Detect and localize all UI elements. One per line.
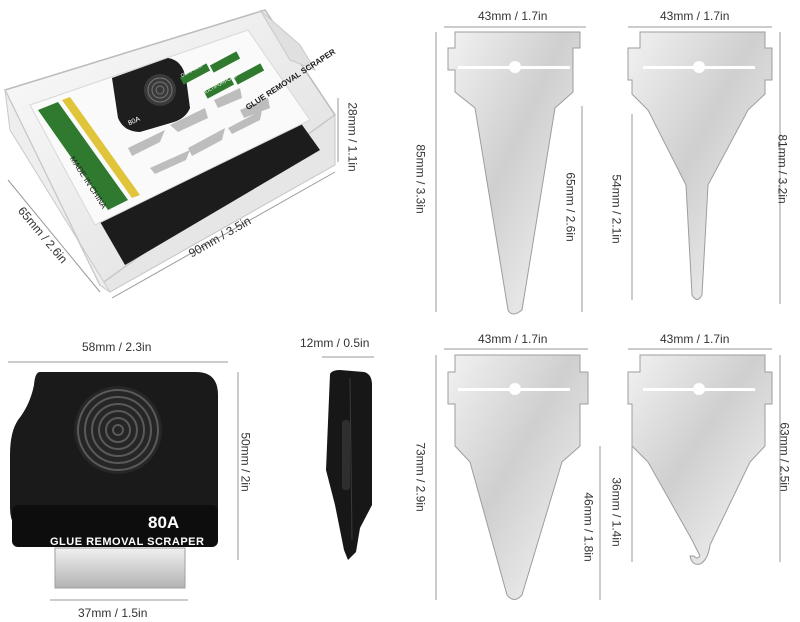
blade-4-width-label: 43mm / 1.7in [660,332,730,346]
blade-4-total-label: 63mm / 2.5in [777,422,792,492]
handle-width-label: 58mm / 2.3in [82,340,152,354]
blade-2-tip-label: 54mm / 2.1in [609,174,624,244]
handle-model: 80A [148,513,180,532]
blade-2-width-label: 43mm / 1.7in [660,9,730,23]
blade-1-tip-label: 65mm / 2.6in [563,172,578,242]
blade-3-total-label: 73mm / 2.9in [413,442,428,512]
blade-1-total-label: 85mm / 3.3in [413,144,428,214]
handle-name: GLUE REMOVAL SCRAPER [50,536,205,548]
scraper-handle-front [10,372,218,589]
scraper-handle-side [326,370,372,560]
box-height-label: 28mm / 1.1in [345,102,360,172]
blade-3 [447,354,589,600]
blade-2-total-label: 81mm / 3.2in [775,134,790,204]
blade-4 [627,354,773,565]
packaging-box [3,9,337,293]
side-thickness-label: 12mm / 0.5in [300,336,370,350]
blade-1 [447,31,581,315]
blade-4-tip-label: 36mm / 1.4in [609,477,624,547]
blade-2 [627,31,773,300]
handle-blade-label: 37mm / 1.5in [78,606,148,620]
blade-3-tip-label: 46mm / 1.8in [581,492,596,562]
blade-1-width-label: 43mm / 1.7in [478,9,548,23]
blade-3-width-label: 43mm / 1.7in [478,332,548,346]
handle-height-label: 50mm / 2in [238,432,253,492]
